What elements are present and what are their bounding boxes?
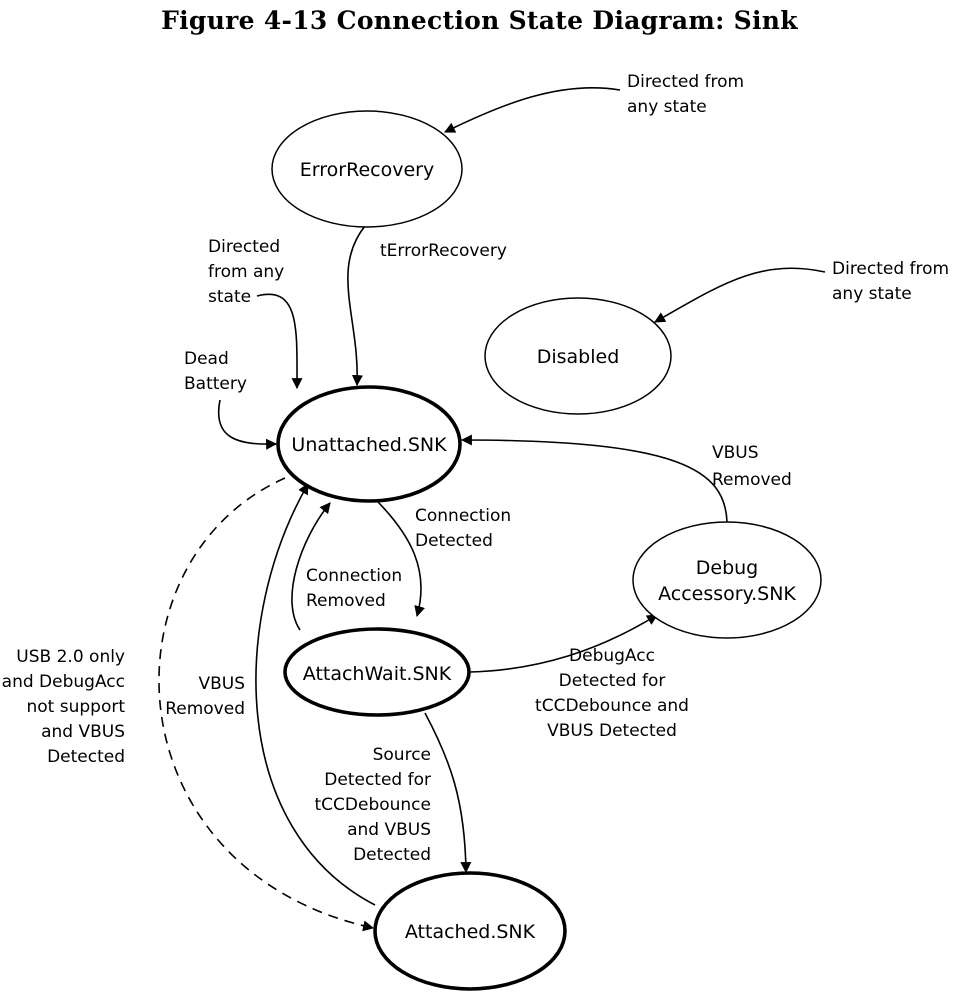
- svg-text:Removed: Removed: [306, 591, 386, 611]
- label-directed-to-unattached: Directed from any state: [208, 237, 284, 307]
- svg-text:Removed: Removed: [165, 699, 245, 719]
- state-attach-wait-snk: AttachWait.SNK: [283, 627, 471, 717]
- label-directed-to-disabled: Directed from any state: [832, 259, 949, 304]
- label-vbus-removed-debug: VBUS Removed: [712, 443, 792, 490]
- label-source-detected: Source Detected for tCCDebounce and VBUS…: [314, 745, 431, 865]
- svg-text:any state: any state: [832, 284, 912, 304]
- svg-text:not support: not support: [26, 697, 125, 717]
- svg-text:Debug: Debug: [696, 557, 758, 579]
- edge-any-to-disabled: [654, 267, 826, 323]
- svg-text:DebugAcc: DebugAcc: [569, 646, 655, 666]
- svg-text:state: state: [208, 287, 251, 307]
- svg-text:any state: any state: [627, 97, 707, 117]
- state-error-recovery: ErrorRecovery: [271, 110, 463, 228]
- svg-text:tCCDebounce: tCCDebounce: [314, 795, 431, 815]
- edge-attach-wait-to-unattached: [291, 502, 331, 631]
- svg-text:AttachWait.SNK: AttachWait.SNK: [303, 663, 452, 685]
- svg-text:tCCDebounce and: tCCDebounce and: [535, 696, 689, 716]
- svg-text:Source: Source: [373, 745, 431, 765]
- svg-text:Connection: Connection: [306, 566, 402, 586]
- svg-text:and VBUS: and VBUS: [41, 722, 125, 742]
- svg-text:Connection: Connection: [415, 506, 511, 526]
- svg-text:Removed: Removed: [712, 470, 792, 490]
- edge-error-recovery-to-unattached: [347, 225, 366, 387]
- edge-unattached-to-attached-dashed: [158, 477, 375, 932]
- svg-text:USB 2.0 only: USB 2.0 only: [16, 647, 125, 667]
- svg-text:Unattached.SNK: Unattached.SNK: [291, 434, 447, 456]
- edge-attach-wait-to-attached: [424, 712, 472, 874]
- edge-unattached-to-attach-wait: [377, 501, 425, 618]
- svg-text:Battery: Battery: [184, 374, 247, 394]
- edge-any-to-error-recovery: [444, 86, 621, 133]
- svg-text:Disabled: Disabled: [537, 346, 620, 368]
- svg-text:ErrorRecovery: ErrorRecovery: [300, 159, 434, 181]
- state-unattached-snk: Unattached.SNK: [276, 385, 462, 503]
- svg-text:Detected for: Detected for: [559, 671, 666, 691]
- label-connection-removed: Connection Removed: [306, 566, 402, 611]
- svg-text:VBUS: VBUS: [712, 443, 759, 463]
- state-attached-snk: Attached.SNK: [373, 871, 567, 991]
- svg-text:VBUS: VBUS: [198, 674, 245, 694]
- svg-text:Dead: Dead: [184, 349, 229, 369]
- edge-debug-accessory-to-unattached: [460, 434, 728, 523]
- edge-any-to-unattached: [256, 293, 303, 390]
- state-debug-accessory-snk: Debug Accessory.SNK: [632, 521, 822, 639]
- label-terrorrecovery: tErrorRecovery: [380, 241, 507, 261]
- label-debugacc-detected: DebugAcc Detected for tCCDebounce and VB…: [535, 646, 689, 741]
- svg-text:Directed from: Directed from: [832, 259, 949, 279]
- svg-text:Directed: Directed: [208, 237, 280, 257]
- figure-title: Figure 4-13 Connection State Diagram: Si…: [161, 6, 798, 35]
- label-connection-detected: Connection Detected: [415, 506, 511, 551]
- label-dead-battery: Dead Battery: [184, 349, 247, 394]
- svg-text:Detected for: Detected for: [324, 770, 431, 790]
- label-directed-to-error-recovery: Directed from any state: [627, 72, 744, 117]
- edge-dead-battery-to-unattached: [217, 399, 278, 450]
- svg-text:Detected: Detected: [415, 531, 493, 551]
- svg-text:from any: from any: [208, 262, 284, 282]
- label-usb2-debugacc: USB 2.0 only and DebugAcc not support an…: [2, 647, 126, 767]
- svg-text:Attached.SNK: Attached.SNK: [405, 921, 536, 943]
- state-disabled: Disabled: [484, 297, 672, 415]
- svg-text:and VBUS: and VBUS: [347, 820, 431, 840]
- svg-text:and DebugAcc: and DebugAcc: [2, 672, 125, 692]
- edge-attached-to-unattached: [255, 483, 376, 906]
- label-vbus-removed-attached: VBUS Removed: [165, 674, 245, 719]
- svg-text:tErrorRecovery: tErrorRecovery: [380, 241, 507, 261]
- svg-text:Detected: Detected: [47, 747, 125, 767]
- svg-text:VBUS Detected: VBUS Detected: [547, 721, 677, 741]
- svg-text:Detected: Detected: [353, 845, 431, 865]
- svg-text:Directed from: Directed from: [627, 72, 744, 92]
- edge-attach-wait-to-debug-accessory: [469, 614, 658, 673]
- svg-text:Accessory.SNK: Accessory.SNK: [658, 583, 796, 605]
